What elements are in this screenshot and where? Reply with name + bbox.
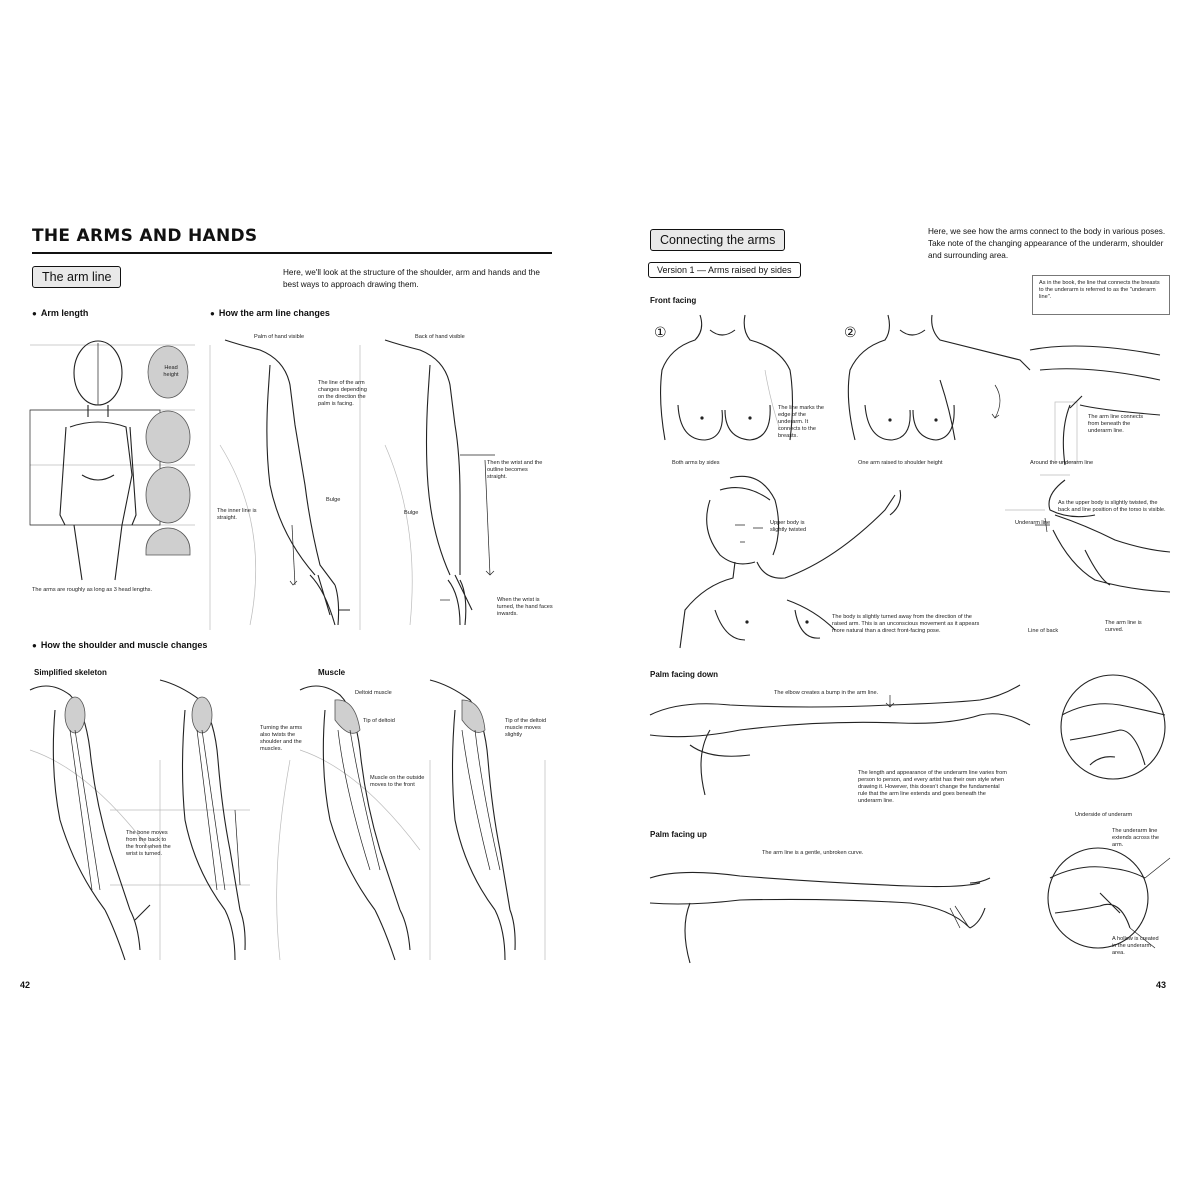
note-tip-moves: Tip of the deltoid muscle moves slightly [505, 718, 547, 738]
note-both-arms: Both arms by sides [672, 460, 720, 466]
note-elbow-bump: The elbow creates a bump in the arm line… [774, 690, 879, 696]
heading-front-facing: Front facing [650, 296, 697, 305]
version-label: Version 1 — Arms raised by sides [648, 262, 801, 278]
note-bulge-2: Bulge [404, 510, 419, 516]
note-turning-arms: Turning the arms also twists the shoulde… [260, 725, 303, 752]
heading-arm-length: Arm length [32, 308, 89, 318]
note-palm-inside: Palm of hand visible [254, 334, 305, 340]
note-arm-line-connects: The arm line connects from beneath the u… [1088, 414, 1144, 434]
note-upper-body: As the upper body is slightly twisted, t… [1058, 500, 1166, 513]
heading-palm-down: Palm facing down [650, 670, 719, 679]
right-intro-text: Here, we see how the arms connect to the… [928, 227, 1166, 260]
page-title: THE ARMS AND HANDS [32, 226, 258, 246]
heading-shoulder-muscle: How the shoulder and muscle changes [32, 640, 208, 650]
subheading-simplified: Simplified skeleton [34, 668, 107, 677]
note-bone-moves: The bone moves from the back to the fron… [126, 830, 171, 857]
note-twist: Then the wrist and the outline becomes s… [487, 460, 543, 480]
note-gentle-curve: The arm line is a gentle, unbroken curve… [762, 850, 864, 856]
arm-line-changes-drawing [209, 339, 495, 630]
note-deltoid: Deltoid muscle [355, 690, 392, 696]
note-crease: A hollow is created in the underarm area… [1112, 936, 1159, 956]
note-wrist-turns: When the wrist is turned, the hand faces… [497, 597, 553, 617]
underarm-callout-box: As in the book, the line that connects t… [1032, 275, 1170, 315]
note-upper-body-twisted: Upper body is slightly twisted [770, 520, 807, 533]
front-facing-drawings [660, 314, 1161, 466]
left-page: THE ARMS AND HANDS The arm line Here, we… [0, 0, 600, 1200]
heading-arm-line-changes: How the arm line changes [210, 308, 330, 318]
note-length-appearance: The length and appearance of the underar… [858, 770, 1007, 804]
note-underside-underarm: Underside of underarm [1075, 812, 1133, 818]
shoulder-muscle-drawing [29, 679, 546, 961]
page-number-right: 43 [1156, 980, 1167, 990]
note-line-marks: The line marks the edge of the underarm.… [778, 405, 825, 439]
callout-text: As in the book, the line that connects t… [1039, 280, 1160, 300]
note-back-visible: Back of hand visible [415, 334, 465, 340]
note-underarm-line: Underarm line [1015, 520, 1051, 526]
note-arm-line-curved: The arm line is curved. [1105, 620, 1142, 633]
note-around-underarm: Around the underarm line [1030, 460, 1094, 466]
subheading-muscle: Muscle [318, 668, 346, 677]
note-bulge-1: Bulge [326, 497, 341, 503]
left-intro-text: Here, we'll look at the structure of the… [283, 268, 540, 289]
title-rule [32, 252, 552, 254]
right-page: Connecting the arms Here, we see how the… [600, 0, 1200, 1200]
note-line-changes: The line of the arm changes depending on… [318, 380, 367, 407]
raised-arm-drawing [679, 474, 1171, 649]
heading-palm-up: Palm facing up [650, 830, 707, 839]
section-label-arm-line: The arm line [32, 266, 122, 288]
palm-up-drawing [649, 847, 1171, 964]
note-arm-length: The arms are roughly as long as 3 head l… [32, 587, 153, 593]
note-inner-line: The inner line is straight. [217, 508, 257, 521]
note-muscle-outside: Muscle on the outside moves to the front [370, 775, 425, 788]
palm-down-drawing [649, 674, 1166, 796]
note-one-arm-raised: One arm raised to shoulder height [858, 460, 943, 466]
section-label-connecting-arms: Connecting the arms [650, 229, 786, 251]
note-head-height: Head height [163, 365, 179, 378]
note-body-turned: The body is slightly turned away from th… [832, 614, 980, 634]
note-tip-deltoid: Tip of deltoid [363, 718, 395, 724]
note-line-of-back: Line of back [1028, 628, 1059, 634]
arm-length-figure [29, 340, 195, 581]
marker-two: ② [844, 325, 857, 341]
note-underarm-line-extends: The underarm line extends across the arm… [1112, 828, 1159, 848]
marker-one: ① [654, 325, 667, 341]
page-number-left: 42 [20, 980, 31, 990]
